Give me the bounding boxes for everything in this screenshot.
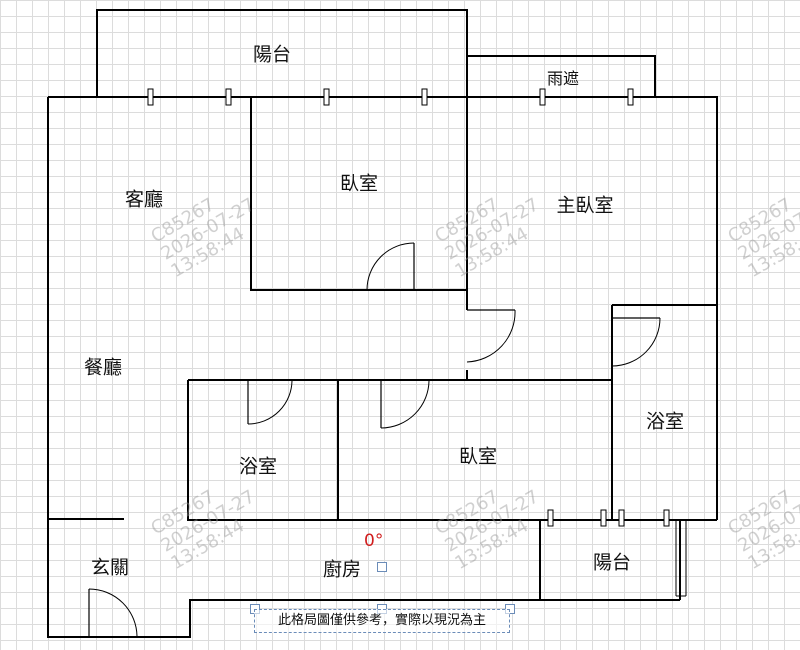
room-label-bathroom-1: 浴室 [238,455,278,478]
room-label-balcony-top: 陽台 [252,43,292,66]
interior-walls [48,97,717,600]
room-label-bathroom-2: 浴室 [645,410,685,433]
door-entrance [88,588,138,638]
room-label-master-bedroom: 主臥室 [556,194,614,217]
room-label-living-room: 客廳 [124,188,164,211]
room-label-balcony-bottom: 陽台 [592,551,632,574]
door-bedroom-1 [366,242,415,291]
door-master-bedroom [466,309,516,363]
window-markers [147,88,687,597]
room-label-kitchen: 廚房 [322,558,362,581]
room-label-dining-room: 餐廳 [83,356,123,379]
door-bathroom-2 [611,317,661,367]
room-label-bedroom-1: 臥室 [339,172,379,195]
disclaimer-text-box[interactable]: 此格局圖僅供參考，實際以現況為主 [254,609,510,633]
rotation-handle[interactable] [377,562,387,572]
room-label-canopy: 雨遮 [546,69,580,88]
room-label-entrance: 玄關 [90,556,130,579]
doors [88,242,661,638]
rotation-angle-indicator: 0° [364,531,384,551]
room-label-bedroom-2: 臥室 [458,445,498,468]
door-bathroom-1 [247,379,293,425]
door-bedroom-2 [380,379,430,429]
